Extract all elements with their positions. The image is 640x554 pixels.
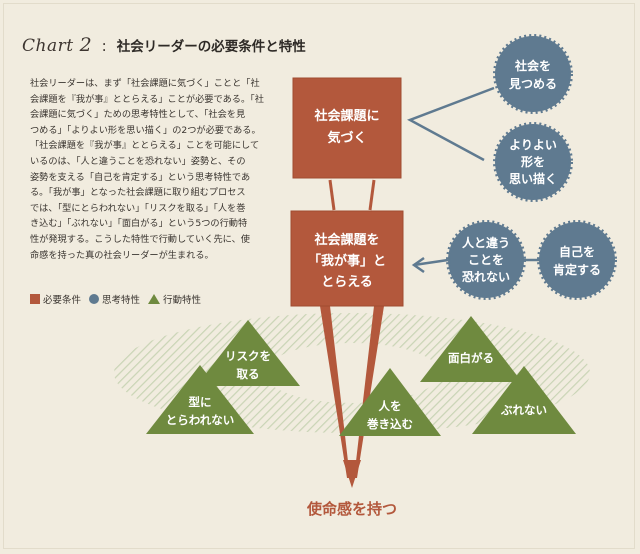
connector-line <box>368 179 376 211</box>
circle-affirm-line1: 自己を <box>559 244 595 259</box>
legend-thinking-label: 思考特性 <box>102 295 141 306</box>
circle-envision: よりよい 形を 思い描く <box>493 122 573 202</box>
connector-line <box>328 179 336 211</box>
paragraph-line: 「社会課題を『我が事』ととらえる」ことを可能にして <box>30 140 260 152</box>
arrow-head <box>411 256 425 274</box>
triangle-risk-line1: リスクを <box>225 349 271 363</box>
circle-envision-line1: よりよい <box>509 138 557 152</box>
triangle-marker-icon <box>148 294 161 304</box>
spike-shape <box>343 460 361 488</box>
triangle-unbound: 型に とらわれない <box>146 365 254 434</box>
triangle-fun-line1: 面白がる <box>448 351 494 365</box>
legend-requirements-label: 必要条件 <box>43 295 82 306</box>
triangle-steady: ぶれない <box>472 366 576 434</box>
title-separator: : <box>101 37 107 55</box>
triangle-involve-line2: 巻き込む <box>366 417 413 431</box>
circle-envision-line2: 形を <box>521 155 545 169</box>
box-own-line3: とらえる <box>321 275 373 290</box>
circle-envision-line3: 思い描く <box>509 171 557 186</box>
circle-watch-line2: 見つめる <box>508 76 557 91</box>
box-notice-line1: 社会課題に <box>313 108 379 124</box>
spike-shape <box>320 306 384 478</box>
circle-affirm: 自己を 肯定する <box>537 220 617 300</box>
arrow-unafraid <box>413 258 449 267</box>
circle-unafraid-line3: 恐れない <box>462 270 510 284</box>
circle-marker-icon <box>89 294 100 304</box>
legend-requirements: 必要条件 <box>30 292 81 306</box>
legend-behavior-label: 行動特性 <box>163 295 202 306</box>
circle-unafraid: 人と違う ことを 恐れない <box>446 220 526 300</box>
paragraph-line: 命感を持った真の社会リーダーが生まれる。 <box>30 249 214 261</box>
chart-title: Chart 2 : 社会リーダーの必要条件と特性 <box>22 34 306 58</box>
circle-watch-line1: 社会を <box>514 58 551 73</box>
triangle-unbound-line1: 型に <box>189 395 212 409</box>
paragraph-line: る。「我が事」となった社会課題に取り組むプロセス <box>30 187 246 199</box>
bottom-label: 使命感を持つ <box>306 500 397 518</box>
arrow-watch <box>407 86 495 162</box>
legend-thinking: 思考特性 <box>89 292 140 306</box>
triangle-involve: 人を 巻き込む <box>339 368 441 436</box>
circle-unafraid-line2: ことを <box>468 253 504 267</box>
paragraph-line: つめる」「よりよい形を思い描く」の2つが必要である。 <box>30 124 261 136</box>
legend-behavior: 行動特性 <box>148 292 201 306</box>
paragraph-line: 社会リーダーは、まず「社会課題に気づく」ことと「社 <box>30 78 260 89</box>
paragraph-line: 会課題に気づく」ための思考特性として、「社会を見 <box>30 109 246 121</box>
description-paragraph: 社会リーダーは、まず「社会課題に気づく」ことと「社 会課題を『我が事』ととらえる… <box>30 76 274 263</box>
paragraph-line: いるのは、「人と違うことを恐れない」姿勢と、その <box>30 155 246 167</box>
circle-affirm-line2: 肯定する <box>553 262 601 277</box>
triangle-risk: リスクを 取る <box>196 320 300 386</box>
triangle-risk-line2: 取る <box>237 367 260 381</box>
legend: 必要条件 思考特性 行動特性 <box>30 291 201 307</box>
paragraph-line: き込む」「ぶれない」「面白がる」という5つの行動特 <box>30 218 248 230</box>
box-own-line2: 「我が事」と <box>308 253 386 269</box>
chart-word: Chart <box>22 36 74 56</box>
triangle-steady-line1: ぶれない <box>500 403 547 417</box>
chart-number: 2 <box>79 34 92 56</box>
triangle-fun: 面白がる <box>420 316 522 382</box>
paragraph-line: では、「型にとらわれない」「リスクを取る」「人を巻 <box>30 202 246 214</box>
box-own <box>290 210 404 307</box>
paragraph-line: 姿勢を支える「自己を肯定する」という思考特性であ <box>30 171 251 183</box>
circle-unafraid-line1: 人と違う <box>462 235 510 250</box>
paragraph-line: 性が発現する。こうした特性で行動していく先に、使 <box>30 233 250 245</box>
paragraph-line: 会課題を『我が事』ととらえる」ことが必要である。「社 <box>30 93 264 105</box>
box-own-line1: 社会課題を <box>313 232 379 248</box>
box-notice <box>292 77 402 179</box>
triangle-unbound-line2: とらわれない <box>166 413 234 427</box>
title-text: 社会リーダーの必要条件と特性 <box>116 39 306 55</box>
circle-watch: 社会を 見つめる <box>493 34 573 114</box>
box-notice-line2: 気づく <box>327 130 366 146</box>
triangle-involve-line1: 人を <box>379 399 402 413</box>
square-marker-icon <box>30 294 40 304</box>
